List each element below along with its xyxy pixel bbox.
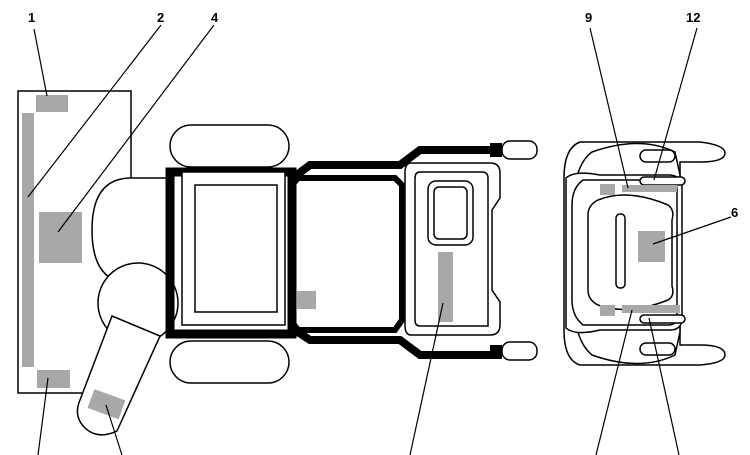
- frame-rails: [287, 146, 492, 359]
- label-area-1: [36, 95, 68, 112]
- callout-4: 4: [211, 10, 219, 25]
- label-area-4: [39, 212, 82, 263]
- label-area-console: [438, 252, 453, 322]
- lower-fender: [169, 340, 290, 384]
- leader-12: [653, 27, 698, 181]
- leader-bottom-2: [105, 404, 123, 455]
- label-area-2: [22, 113, 34, 367]
- callout-1: 1: [28, 10, 35, 25]
- machine-top-view: [563, 141, 726, 366]
- label-area-9: [622, 185, 677, 192]
- callout-12: 12: [686, 10, 700, 25]
- front-console: [404, 162, 501, 336]
- callout-9: 9: [585, 10, 592, 25]
- leader-2: [27, 24, 162, 198]
- leader-6: [652, 216, 732, 245]
- callout-2: 2: [157, 10, 164, 25]
- upper-fender: [169, 124, 290, 168]
- label-area-left-upper: [600, 184, 615, 195]
- operator-arm: [76, 262, 179, 436]
- label-area-arm: [87, 389, 126, 420]
- chassis-frame: [165, 167, 297, 339]
- label-area-6: [638, 231, 665, 262]
- label-area-bottom-left: [37, 370, 70, 388]
- leader-bottom-5: [648, 317, 680, 455]
- handle-grips: [490, 140, 538, 361]
- leader-1: [33, 28, 48, 97]
- leader-4: [57, 24, 215, 233]
- leader-9: [589, 27, 629, 189]
- label-area-frame: [297, 291, 316, 309]
- label-area-left-lower: [600, 305, 615, 316]
- leader-bottom-1: [37, 377, 49, 455]
- leader-bottom-3: [409, 302, 444, 455]
- leader-bottom-4: [595, 309, 633, 455]
- callout-6: 6: [731, 205, 738, 220]
- callout-numbers: 1 2 4 6 9 12: [28, 10, 738, 220]
- leader-lines: [27, 24, 732, 455]
- label-area-bottom-right: [622, 305, 680, 313]
